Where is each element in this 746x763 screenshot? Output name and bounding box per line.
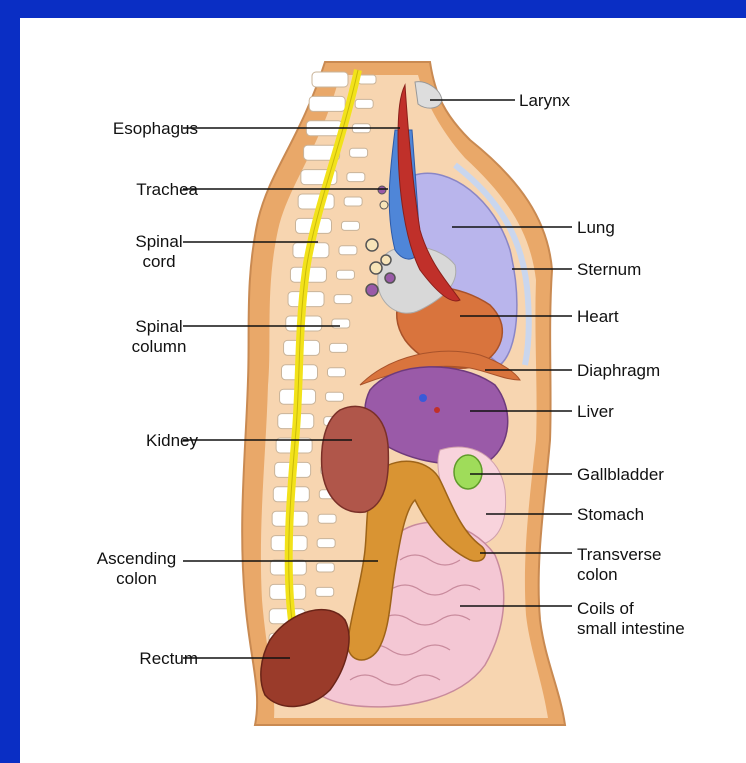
larynx — [415, 82, 442, 108]
gallbladder — [454, 455, 482, 489]
vertebral-process — [318, 514, 336, 523]
label-spinal-cord-line1: Spinal — [120, 232, 198, 252]
vertebral-process — [327, 368, 345, 377]
label-rectum: Rectum — [60, 649, 198, 669]
vertebral-process — [326, 392, 344, 401]
vertebral-process — [355, 99, 373, 108]
label-stomach: Stomach — [577, 505, 644, 525]
label-kidney: Kidney — [60, 431, 198, 451]
vertebra — [309, 96, 345, 111]
vertebral-process — [350, 148, 368, 157]
label-transverse-colon-line2: colon — [577, 565, 661, 585]
label-larynx: Larynx — [519, 91, 570, 111]
label-spinal-column-line2: column — [120, 337, 198, 357]
label-trachea: Trachea — [60, 180, 198, 200]
vertebral-process — [316, 587, 334, 596]
vertebral-process — [344, 197, 362, 206]
label-ascending-colon-line2: colon — [75, 569, 198, 589]
vertebral-process — [347, 173, 365, 182]
label-gallbladder: Gallbladder — [577, 465, 664, 485]
label-small-intestine-line1: Coils of — [577, 599, 685, 619]
label-ascending-colon: Ascending colon — [75, 549, 198, 589]
label-transverse-colon: Transverse colon — [577, 545, 661, 585]
vertebral-process — [336, 270, 354, 279]
label-spinal-column-line1: Spinal — [120, 317, 198, 337]
vertebral-process — [342, 221, 360, 230]
vertebral-process — [317, 539, 335, 548]
label-liver: Liver — [577, 402, 614, 422]
kidney — [322, 406, 389, 512]
vertebral-process — [330, 343, 348, 352]
label-spinal-cord: Spinal cord — [120, 232, 198, 272]
label-spinal-column: Spinal column — [120, 317, 198, 357]
label-small-intestine: Coils of small intestine — [577, 599, 685, 639]
vertebra — [312, 72, 348, 87]
diagram-panel: Esophagus Trachea Spinal cord Spinal col… — [20, 18, 746, 763]
vertebral-process — [334, 295, 352, 304]
label-lung: Lung — [577, 218, 615, 238]
vertebral-process — [358, 75, 376, 84]
label-ascending-colon-line1: Ascending — [75, 549, 198, 569]
label-esophagus: Esophagus — [60, 119, 198, 139]
label-diaphragm: Diaphragm — [577, 361, 660, 381]
label-heart: Heart — [577, 307, 619, 327]
label-spinal-cord-line2: cord — [120, 252, 198, 272]
vertebral-process — [316, 563, 334, 572]
label-sternum: Sternum — [577, 260, 641, 280]
vertebral-process — [339, 246, 357, 255]
label-small-intestine-line2: small intestine — [577, 619, 685, 639]
label-transverse-colon-line1: Transverse — [577, 545, 661, 565]
